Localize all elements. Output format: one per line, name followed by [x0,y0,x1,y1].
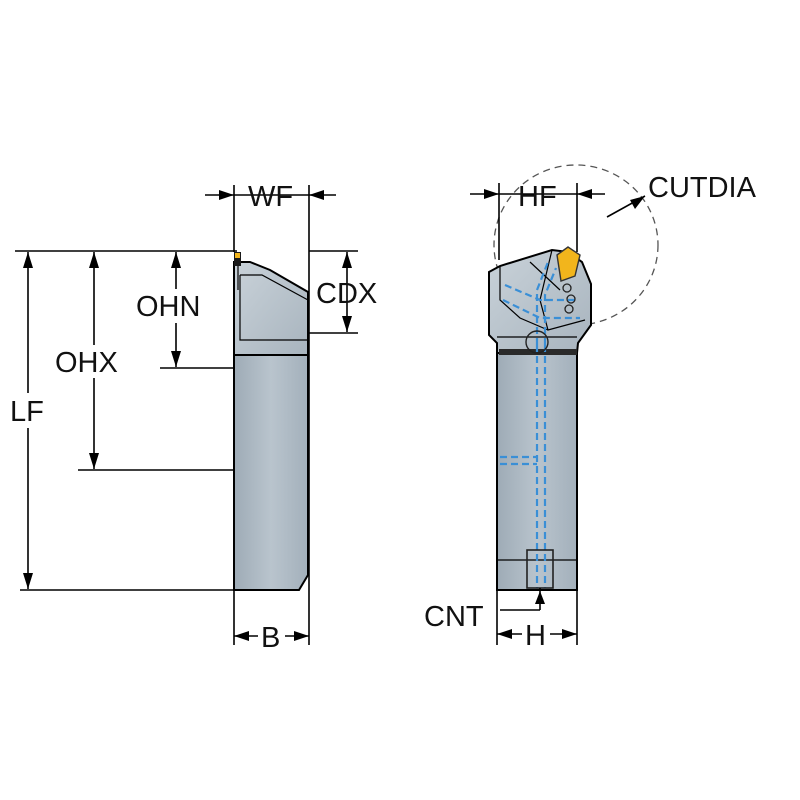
lf-label: LF [10,396,44,428]
ohn-dimension: OHN [136,252,200,367]
h-dimension: H [497,620,577,652]
cdx-dimension: CDX [316,252,377,332]
wf-dimension: WF [205,181,336,213]
hf-label: HF [518,181,557,213]
h-label: H [525,620,546,652]
side-view-insert [234,252,241,266]
cnt-label: CNT [424,601,484,633]
side-view-shank [233,354,309,591]
front-view-insert [556,246,581,282]
wf-label: WF [248,181,293,213]
hf-dimension: HF [470,181,605,213]
ohx-label: OHX [55,347,118,379]
ohx-dimension: OHX [55,252,118,469]
b-dimension: B [234,622,309,654]
lf-dimension: LF [10,252,44,589]
cutdia-dimension: CUTDIA [606,172,757,218]
cnt-dimension: CNT [424,588,545,633]
cdx-label: CDX [316,278,377,310]
front-view [488,164,659,591]
b-label: B [261,622,280,654]
ohn-label: OHN [136,291,200,323]
side-view-head [233,261,309,356]
cutdia-label: CUTDIA [648,172,757,204]
side-view-extension-lines [15,185,358,645]
side-view [233,252,309,591]
cutdia-circle [493,164,659,326]
